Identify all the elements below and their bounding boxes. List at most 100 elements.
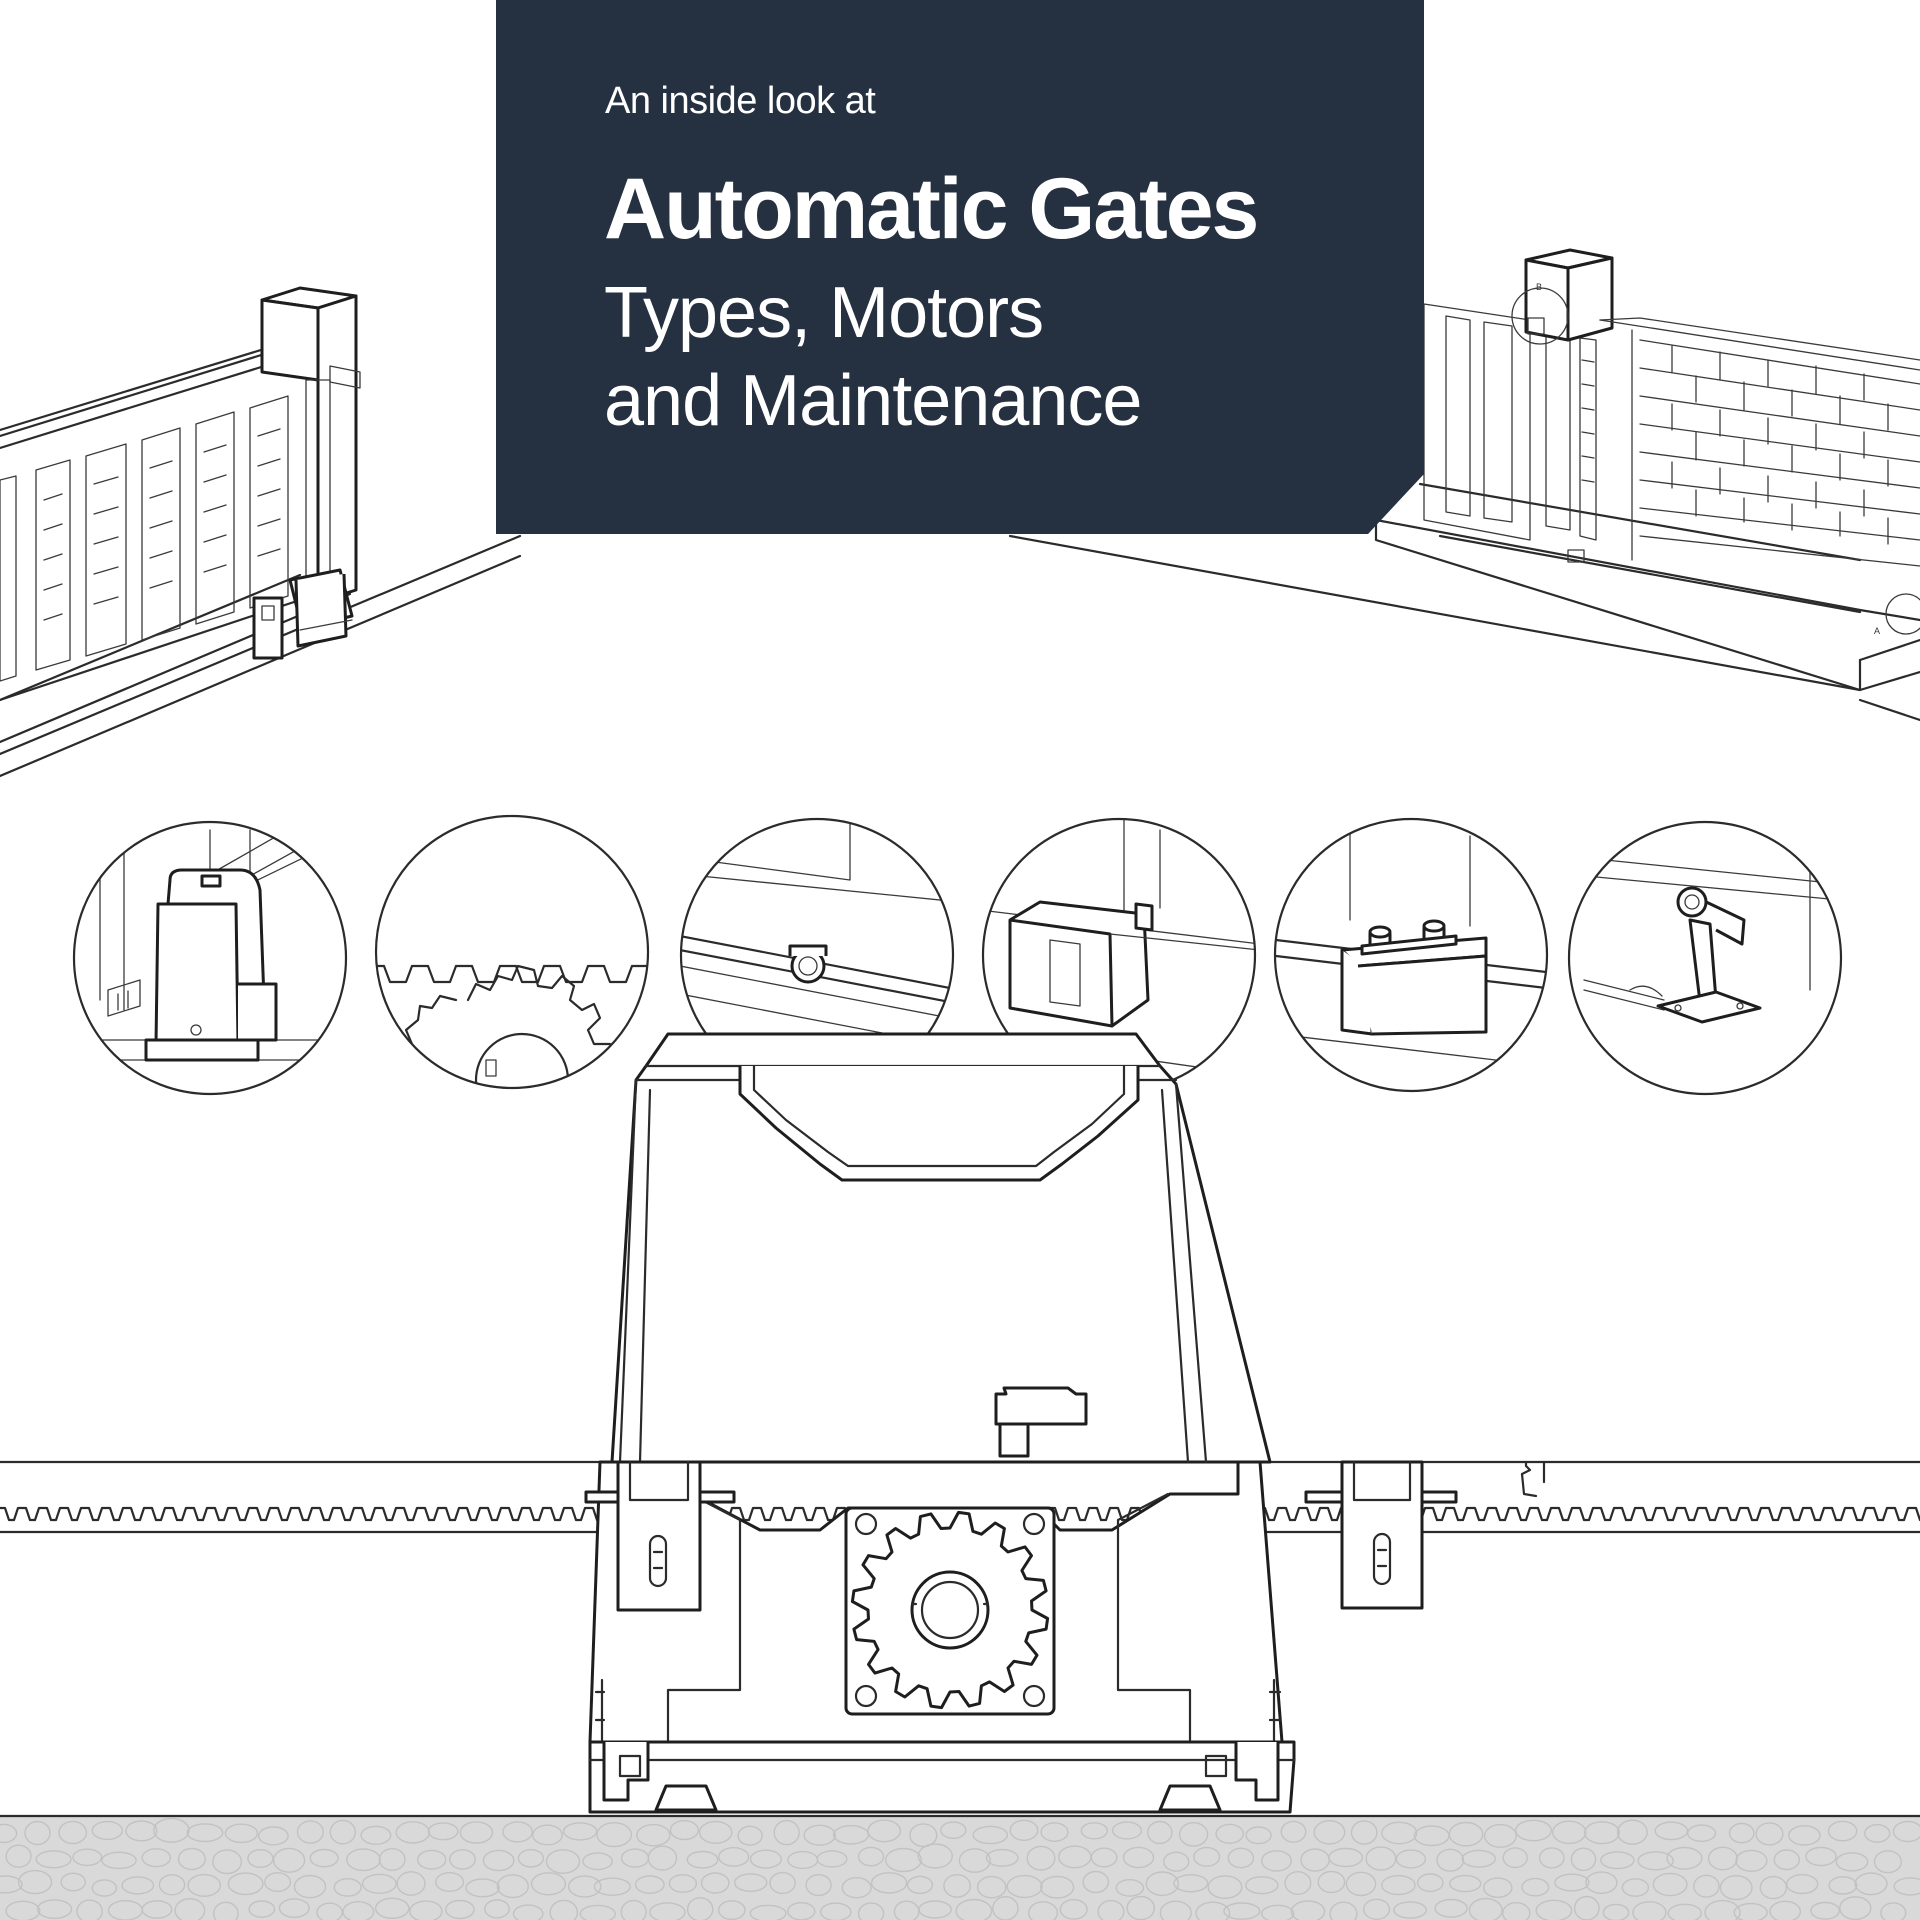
sliding-gate-motor <box>586 1034 1456 1812</box>
cobblestone <box>1318 1872 1344 1893</box>
base-plate <box>590 1742 1294 1812</box>
cobblestone <box>317 1903 342 1920</box>
mounting-bracket-left <box>586 1462 734 1610</box>
cobblestone <box>1503 1848 1527 1868</box>
cobblestone <box>295 1876 326 1898</box>
cobblestone <box>265 1873 291 1892</box>
cobblestone <box>92 1880 116 1896</box>
cobblestone <box>1148 1822 1172 1844</box>
cobblestone <box>886 1849 922 1872</box>
cobblestone <box>1196 1902 1230 1920</box>
cobblestone <box>436 1873 464 1892</box>
cobblestone <box>1770 1901 1800 1920</box>
cobblestone <box>1875 1851 1902 1873</box>
cobblestone <box>1450 1876 1481 1892</box>
cobblestone <box>918 1844 952 1868</box>
cobblestone <box>1091 1848 1116 1867</box>
cobblestone <box>1418 1874 1443 1891</box>
cobblestone <box>1730 1824 1754 1843</box>
cobblestone <box>1262 1851 1292 1871</box>
cobblestone <box>1081 1823 1107 1839</box>
cobblestone <box>503 1822 532 1842</box>
cobblestone <box>343 1902 374 1920</box>
cobblestone <box>1291 1901 1324 1920</box>
cobblestone <box>61 1873 85 1890</box>
cobblestone <box>621 1901 646 1920</box>
page-title: Automatic Gates <box>604 161 1259 257</box>
cobblestone <box>738 1826 762 1845</box>
cobblestone <box>1855 1873 1887 1895</box>
cobblestone <box>187 1824 222 1842</box>
cobblestone <box>73 1849 102 1865</box>
cobblestone <box>859 1847 884 1865</box>
left-gate-post <box>262 288 360 602</box>
cobblestone <box>410 1901 442 1920</box>
mounting-bracket-right <box>1306 1462 1456 1608</box>
cobblestone <box>485 1900 509 1918</box>
cobblestone <box>6 1901 40 1920</box>
subtitle-line-2: and Maintenance <box>604 361 1142 441</box>
cobblestone <box>1116 1880 1143 1896</box>
left-gate-panels <box>0 396 288 681</box>
cobblestone <box>1285 1872 1311 1895</box>
cobblestone <box>1394 1902 1426 1918</box>
cobblestone <box>248 1850 273 1868</box>
cobblestone <box>1174 1875 1208 1892</box>
cobblestone <box>142 1849 170 1867</box>
cobblestone <box>1789 1826 1820 1845</box>
intro-text: An inside look at <box>605 80 876 122</box>
cobblestone <box>978 1877 1006 1898</box>
cobblestone <box>1262 1905 1294 1920</box>
cobblestone <box>1281 1821 1305 1842</box>
bracket-detail <box>980 819 1260 1091</box>
subtitle-line-1: Types, Motors <box>604 273 1044 353</box>
cobblestone <box>1113 1822 1142 1839</box>
cobblestone <box>0 1876 22 1893</box>
cobblestone <box>159 1875 184 1895</box>
cobblestone-ground <box>0 1816 1920 1920</box>
cobblestone <box>1228 1848 1253 1867</box>
cobblestone <box>993 1897 1018 1920</box>
cobblestone <box>1622 1879 1648 1896</box>
cobblestone <box>1180 1823 1208 1846</box>
cobblestone <box>821 1903 851 1920</box>
cobblestone <box>228 1873 263 1894</box>
cobblestone <box>648 1846 676 1870</box>
cobblestone <box>38 1900 72 1918</box>
cobblestone <box>688 1898 713 1920</box>
cobblestone <box>126 1821 157 1841</box>
cobblestone <box>868 1820 900 1842</box>
cobblestone <box>1382 1822 1417 1843</box>
release-knob <box>996 1388 1086 1456</box>
left-gate-scene <box>0 288 520 776</box>
cobblestone <box>700 1822 732 1844</box>
cobblestone <box>298 1821 324 1843</box>
cobblestone <box>0 1824 17 1842</box>
cobblestone <box>379 1849 405 1871</box>
cobblestone <box>1667 1848 1702 1870</box>
cobblestone <box>1540 1848 1564 1868</box>
cobblestone <box>583 1853 612 1870</box>
cobblestone <box>1029 1902 1058 1920</box>
cobblestone <box>92 1822 122 1840</box>
cobblestone <box>973 1826 1007 1843</box>
cobblestone <box>1774 1850 1799 1870</box>
cobblestone <box>1470 1899 1503 1920</box>
cobblestone <box>1485 1825 1517 1848</box>
cobblestone <box>687 1852 717 1868</box>
cobblestone <box>1829 1821 1857 1840</box>
cobblestone <box>102 1852 136 1868</box>
cobblestone <box>637 1825 670 1846</box>
cobblestone <box>361 1826 391 1844</box>
cobblestone <box>363 1874 397 1893</box>
cobblestone <box>1083 1872 1108 1893</box>
title-card: An inside look at Automatic Gates Types,… <box>496 0 1424 534</box>
cobblestone <box>533 1825 562 1845</box>
cobblestone <box>1756 1823 1783 1845</box>
bolt-plate-detail <box>1275 819 1547 1091</box>
cobblestone <box>466 1879 499 1897</box>
cobblestone <box>175 1899 205 1920</box>
callout-b-label: B <box>1536 282 1542 292</box>
bolt-nut <box>1362 921 1456 954</box>
